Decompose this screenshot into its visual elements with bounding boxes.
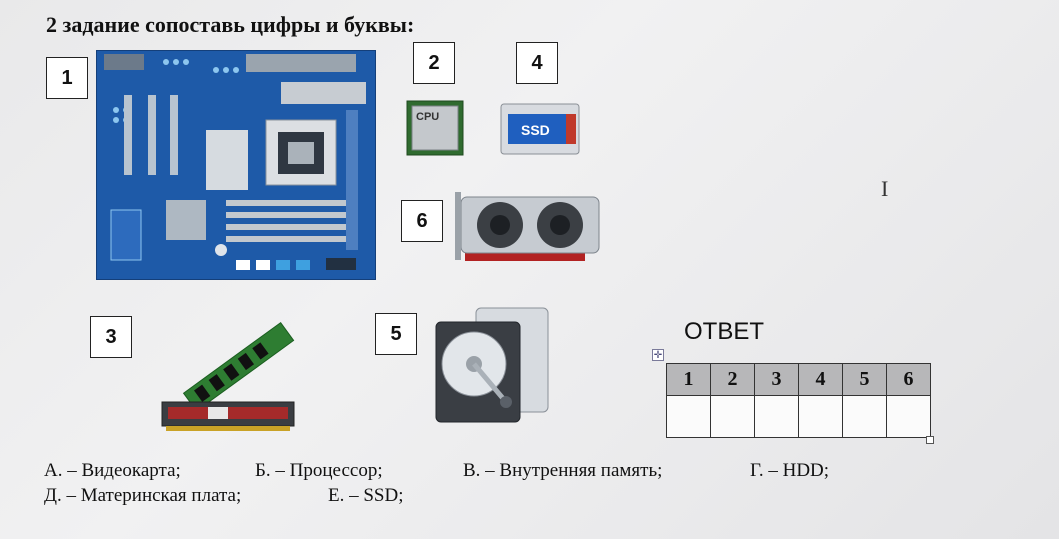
answer-title: ОТВЕТ	[684, 318, 765, 345]
answer-header-cell: 2	[710, 363, 755, 396]
number-box-5: 5	[375, 313, 417, 355]
text-cursor-icon: I	[881, 176, 889, 201]
answer-header-cell: 4	[798, 363, 843, 396]
answer-cell[interactable]	[754, 395, 799, 438]
cpu-chip-label: CPU	[416, 111, 439, 123]
number-box-3: 3	[90, 316, 132, 358]
answer-header-cell: 5	[842, 363, 887, 396]
number-box-4: 4	[516, 42, 558, 84]
ram-image	[161, 321, 295, 431]
legend-v: В. – Внутренняя память;	[463, 460, 663, 481]
number-box-1: 1	[46, 57, 88, 99]
answer-cell[interactable]	[666, 395, 711, 438]
ssd-image: SSD	[500, 103, 580, 155]
answer-cell[interactable]	[842, 395, 887, 438]
table-move-icon[interactable]: ✛	[652, 349, 664, 361]
number-box-6: 6	[401, 200, 443, 242]
legend-b: Б. – Процессор;	[255, 460, 383, 481]
legend-e: Е. – SSD;	[328, 485, 404, 506]
table-resize-handle[interactable]	[926, 436, 934, 444]
legend-g: Г. – HDD;	[750, 460, 830, 481]
hdd-image	[435, 307, 549, 423]
legend-a: А. – Видеокарта;	[44, 460, 181, 481]
task-title: 2 задание сопоставь цифры и буквы:	[46, 12, 415, 37]
number-box-2: 2	[413, 42, 455, 84]
answer-header-cell: 6	[886, 363, 931, 396]
answer-cell[interactable]	[798, 395, 843, 438]
answer-cell[interactable]	[710, 395, 755, 438]
answer-input-row	[666, 395, 931, 438]
answer-table: 1 2 3 4 5 6	[666, 363, 931, 438]
answer-header-row: 1 2 3 4 5 6	[666, 363, 931, 396]
answer-header-cell: 3	[754, 363, 799, 396]
legend-d: Д. – Материнская плата;	[44, 485, 242, 506]
motherboard-image	[96, 50, 376, 280]
video-card-image	[455, 192, 600, 261]
answer-header-cell: 1	[666, 363, 711, 396]
answer-cell[interactable]	[886, 395, 931, 438]
cpu-image: CPU	[406, 100, 464, 156]
ssd-chip-label: SSD	[521, 122, 550, 138]
